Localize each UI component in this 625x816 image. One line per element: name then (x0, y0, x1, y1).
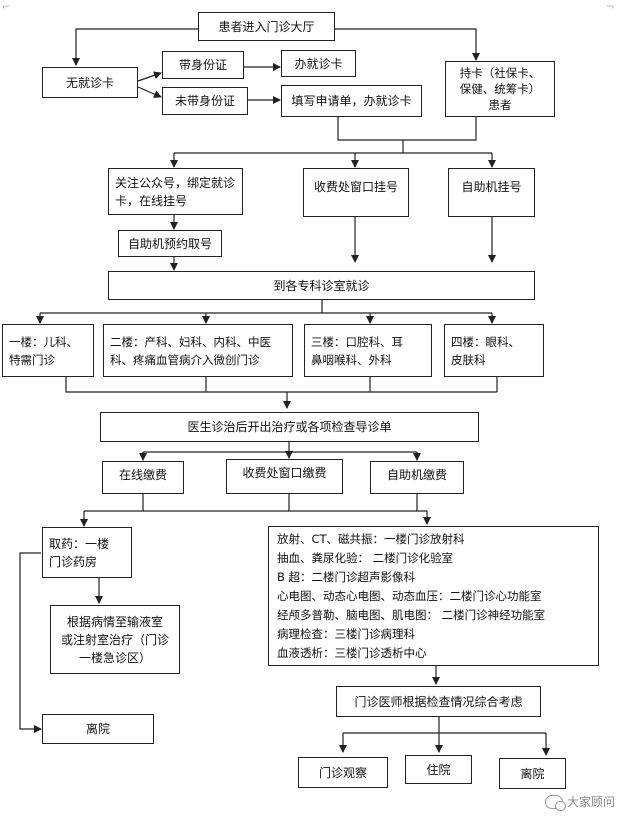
node-no-id: 未带身份证 (162, 87, 248, 115)
node-infusion-line-1: 根据病情至输液室 (66, 614, 163, 629)
node-has-card: 持卡（社保卡、 保健、统筹卡） 患者 (445, 61, 555, 117)
node-window-registration: 收费处窗口挂号 (303, 168, 409, 217)
node-online-registration-line-2: 卡，在线挂号 (115, 193, 188, 208)
node-doctor: 医生诊治后开出治疗或各项检查导诊单 (100, 412, 479, 442)
node-observation-text: 门诊观察 (318, 765, 367, 780)
node-floor-1-line-2: 特需门诊 (9, 352, 55, 367)
node-has-card-line-3: 患者 (488, 98, 512, 112)
exam-lab: 抽血、粪尿化验： 二楼门诊化验室 (277, 550, 454, 565)
node-admission: 住院 (405, 755, 472, 784)
node-infusion-line-2: 或注射室治疗（门诊 (60, 632, 169, 647)
page-corner-mark-left: ⌐ (2, 2, 11, 13)
exam-radiology: 放射、CT、磁共振：一楼门诊放射科 (277, 531, 465, 546)
node-floor-1-line-1: 一楼：儿科、 (9, 334, 78, 349)
node-kiosk-registration-text: 自助机挂号 (461, 180, 522, 194)
watermark-text: 大家顾问 (566, 795, 615, 809)
node-observation: 门诊观察 (298, 757, 388, 788)
exam-dialysis: 血液透析：三楼门诊透析中心 (277, 645, 427, 660)
node-kiosk-registration: 自助机挂号 (448, 168, 535, 217)
node-has-card-line-2: 保健、统筹卡） (459, 82, 541, 96)
node-leave-2-text: 离院 (520, 766, 545, 781)
wechat-icon (544, 794, 566, 811)
node-online-registration-line-1: 关注公众号，绑定就诊 (115, 175, 236, 190)
node-make-card: 办就诊卡 (281, 50, 356, 77)
node-no-id-text: 未带身份证 (174, 94, 235, 108)
node-floor-2: 二楼：产科、妇科、内科、中医 科、疼痛血管病介入微创门诊 (103, 324, 293, 377)
exam-pathology: 病理检查：三楼门诊病理科 (277, 626, 415, 641)
node-floor-4: 四楼：眼科、 皮肤科 (444, 324, 544, 377)
node-floor-1: 一楼：儿科、 特需门诊 (2, 324, 94, 377)
node-kiosk-pickup-text: 自助机预约取号 (127, 236, 212, 251)
node-pay-online-text: 在线缴费 (118, 468, 167, 482)
node-floor-3-line-2: 鼻咽喉科、外科 (311, 352, 392, 367)
node-no-card: 无就诊卡 (42, 67, 138, 98)
watermark: 大家顾问 (544, 793, 615, 811)
node-consider: 门诊医师根据检查情况综合考虑 (336, 686, 541, 717)
node-leave-1: 离院 (42, 714, 154, 744)
node-pay-kiosk-text: 自助机缴费 (386, 468, 447, 482)
node-with-id: 带身份证 (162, 51, 244, 79)
node-to-clinic-text: 到各专科诊室就诊 (273, 278, 370, 293)
node-make-card-text: 办就诊卡 (294, 56, 343, 71)
node-floor-4-line-1: 四楼：眼科、 (451, 334, 520, 349)
node-infusion-line-3: 一楼急诊区） (78, 650, 151, 665)
node-floor-3-line-1: 三楼：口腔科、耳 (311, 334, 403, 349)
node-admission-text: 住院 (426, 762, 451, 777)
node-consider-text: 门诊医师根据检查情况综合考虑 (354, 694, 523, 709)
node-exams: 放射、CT、磁共振：一楼门诊放射科 抽血、粪尿化验： 二楼门诊化验室 B 超：二… (268, 526, 599, 666)
node-no-card-text: 无就诊卡 (65, 75, 114, 90)
node-online-registration: 关注公众号，绑定就诊 卡，在线挂号 (108, 168, 243, 215)
node-floor-3: 三楼：口腔科、耳 鼻咽喉科、外科 (304, 324, 432, 377)
node-pay-window-text: 收费处窗口缴费 (242, 466, 327, 480)
node-leave-2: 离院 (499, 758, 566, 789)
exam-cardiac: 心电图、动态心电图、动态血压：二楼门诊心功能室 (277, 588, 542, 603)
node-floor-2-line-1: 二楼：产科、妇科、内科、中医 (110, 334, 271, 349)
node-pay-online: 在线缴费 (102, 461, 184, 494)
node-with-id-text: 带身份证 (178, 58, 227, 72)
node-pharmacy-line-1: 取药：一楼 (49, 536, 110, 551)
node-pay-kiosk: 自助机缴费 (370, 461, 464, 494)
node-start: 患者进入门诊大厅 (198, 12, 335, 41)
node-fill-form: 填写申请单，办就诊卡 (281, 85, 422, 117)
node-start-text: 患者进入门诊大厅 (218, 19, 315, 34)
node-floor-4-line-2: 皮肤科 (451, 352, 486, 367)
node-pharmacy-line-2: 门诊药房 (49, 554, 98, 569)
node-fill-form-text: 填写申请单，办就诊卡 (291, 94, 412, 108)
node-infusion: 根据病情至输液室 或注射室治疗（门诊 一楼急诊区） (50, 605, 180, 674)
node-leave-1-text: 离院 (85, 722, 110, 736)
node-pay-window: 收费处窗口缴费 (226, 459, 343, 494)
node-pharmacy: 取药：一楼 门诊药房 (42, 527, 132, 578)
exam-ultrasound: B 超：二楼门诊超声影像科 (277, 569, 416, 584)
node-floor-2-line-2: 科、疼痛血管病介入微创门诊 (110, 352, 260, 367)
page-corner-mark-right: ¬ (606, 2, 615, 13)
node-has-card-line-1: 持卡（社保卡、 (459, 66, 541, 80)
exam-neuro: 经颅多普勒、脑电图、肌电图： 二楼门诊神经功能室 (277, 607, 546, 622)
node-kiosk-pickup: 自助机预约取号 (118, 230, 222, 257)
node-doctor-text: 医生诊治后开出治疗或各项检查导诊单 (187, 420, 392, 434)
node-to-clinic: 到各专科诊室就诊 (108, 271, 535, 300)
node-window-registration-text: 收费处窗口挂号 (313, 180, 398, 194)
